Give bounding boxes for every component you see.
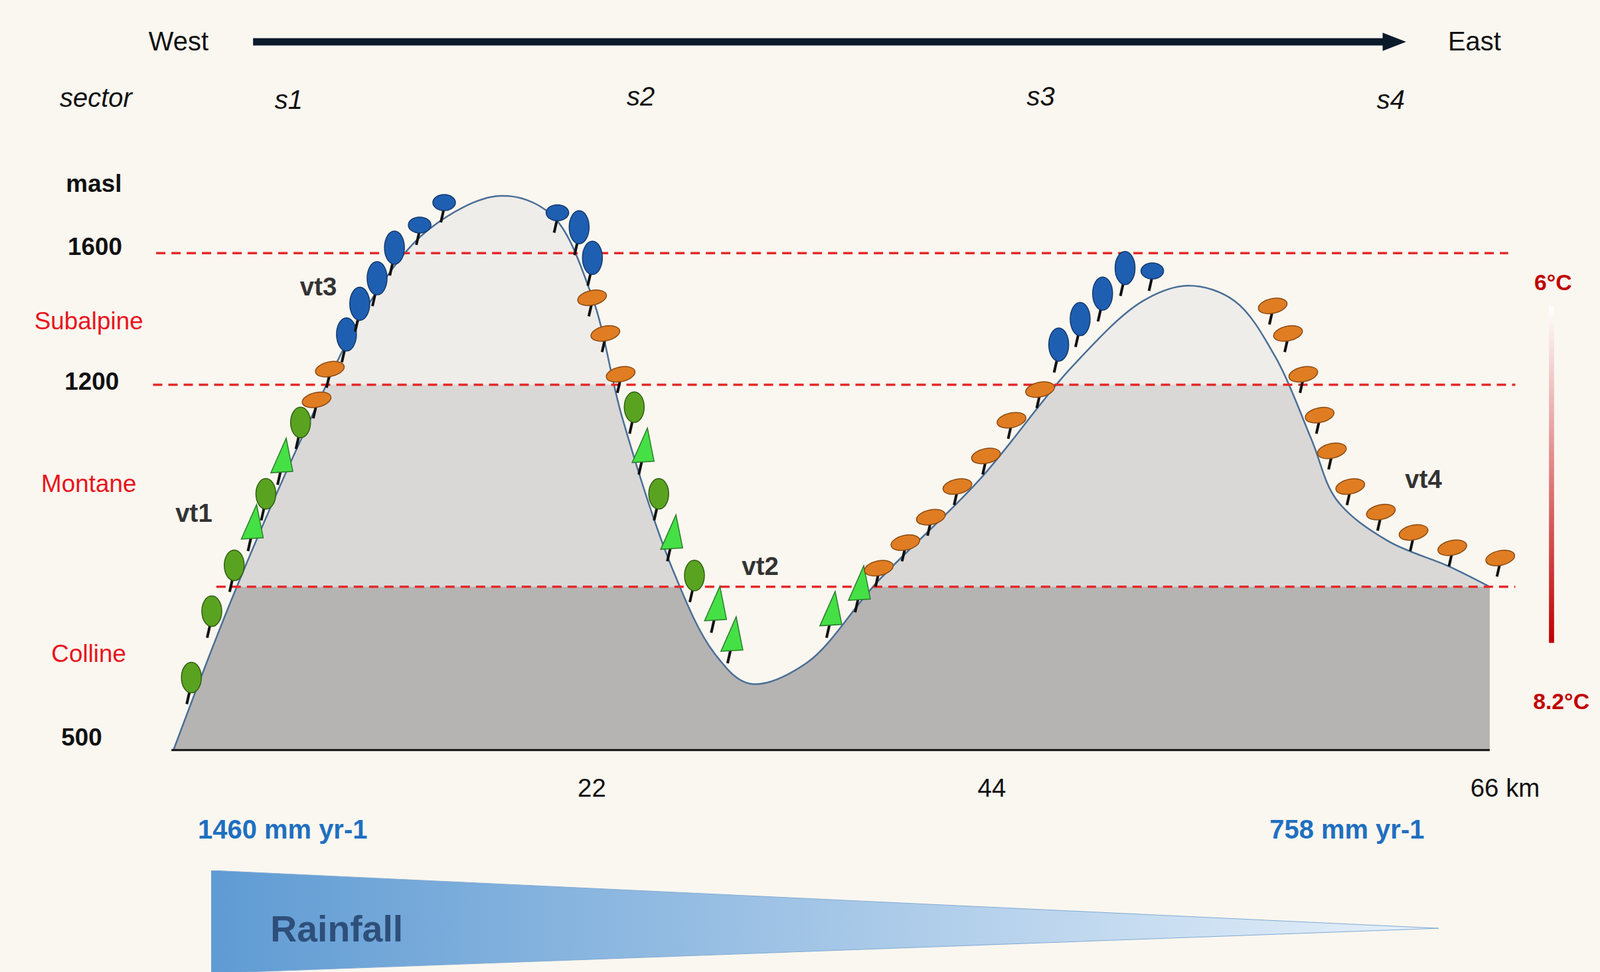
tree-symbol bbox=[384, 231, 405, 276]
tree-symbol bbox=[1092, 276, 1113, 322]
tree-symbol bbox=[1048, 327, 1069, 373]
tree-symbol bbox=[1436, 537, 1469, 567]
label-text: vt3 bbox=[300, 272, 338, 301]
arrow-head bbox=[1382, 32, 1407, 52]
tree-symbol bbox=[624, 391, 644, 434]
label-text: 66 km bbox=[1470, 773, 1541, 802]
tree-symbol bbox=[1070, 302, 1091, 348]
tree-symbol bbox=[432, 194, 456, 223]
tree-symbol bbox=[819, 591, 842, 639]
tree-symbol bbox=[660, 514, 683, 561]
label-text: s4 bbox=[1376, 85, 1405, 115]
tree-symbol bbox=[1397, 522, 1430, 552]
label-text: East bbox=[1447, 27, 1502, 57]
baseline-axis bbox=[171, 748, 1490, 751]
vegetation bbox=[181, 194, 1516, 704]
tree-symbol bbox=[240, 504, 263, 552]
tree-symbol bbox=[1141, 262, 1164, 291]
tree-symbol bbox=[1272, 323, 1304, 352]
subalpine-band bbox=[0, 0, 1600, 385]
label-text: masl bbox=[65, 169, 122, 198]
montane-band bbox=[0, 384, 1600, 587]
label-text: 6°C bbox=[1534, 270, 1573, 295]
label-text: Colline bbox=[51, 640, 127, 668]
tree-symbol bbox=[201, 596, 222, 639]
tree-symbol bbox=[408, 217, 431, 245]
tree-symbol bbox=[582, 240, 603, 286]
tree-symbol bbox=[720, 616, 743, 664]
tree-symbol bbox=[863, 557, 895, 587]
terrain-profile bbox=[173, 195, 1490, 751]
tree-symbol bbox=[889, 532, 922, 561]
tree-symbol bbox=[589, 323, 622, 352]
tree-symbol bbox=[1315, 440, 1348, 470]
label-text: s1 bbox=[274, 85, 303, 115]
tree-symbol bbox=[224, 549, 245, 592]
label-text: Montane bbox=[41, 470, 137, 498]
tree-symbol bbox=[290, 406, 311, 449]
tree-symbol bbox=[300, 389, 333, 419]
label-text: 1460 mm yr-1 bbox=[197, 815, 368, 845]
tree-symbol bbox=[1303, 404, 1336, 434]
label-text: 758 mm yr-1 bbox=[1269, 815, 1425, 845]
tree-symbol bbox=[684, 560, 705, 603]
label-text: sector bbox=[59, 83, 133, 113]
label-text: 44 bbox=[977, 773, 1007, 802]
temperature-bar bbox=[1548, 306, 1555, 643]
tree-symbol bbox=[632, 428, 654, 475]
label-text: vt1 bbox=[175, 499, 213, 528]
tree-symbol bbox=[969, 445, 1002, 475]
tree-symbol bbox=[349, 287, 370, 332]
label-text: 22 bbox=[577, 773, 607, 802]
tree-symbol bbox=[181, 662, 202, 705]
tree-symbol bbox=[941, 476, 974, 505]
tree-symbol bbox=[604, 363, 637, 393]
tree-symbol bbox=[1256, 295, 1289, 324]
tree-symbol bbox=[1484, 547, 1517, 577]
tree-symbol bbox=[704, 586, 727, 633]
label-text: Subalpine bbox=[34, 308, 144, 336]
tree-symbol bbox=[914, 507, 947, 536]
tree-symbol bbox=[546, 204, 569, 233]
tree-symbol bbox=[1364, 501, 1397, 531]
tree-symbol bbox=[1334, 476, 1367, 505]
label-text: s3 bbox=[1027, 82, 1055, 112]
label-text: s2 bbox=[626, 82, 655, 112]
label-text: vt4 bbox=[1404, 465, 1442, 494]
rainfall-wedge: Rainfall bbox=[211, 870, 1439, 972]
altitude-line bbox=[153, 383, 1516, 387]
wedge-label: Rainfall bbox=[270, 907, 403, 951]
tree-symbol bbox=[648, 478, 669, 521]
tree-symbol bbox=[576, 287, 609, 317]
label-text: 500 bbox=[61, 724, 103, 752]
tree-symbol bbox=[336, 318, 357, 363]
tree-symbol bbox=[1287, 363, 1320, 393]
tree-symbol bbox=[270, 438, 293, 485]
tree-symbol bbox=[367, 261, 388, 307]
label-text: 8.2°C bbox=[1532, 689, 1590, 715]
tree-symbol bbox=[995, 410, 1028, 439]
tree-symbol bbox=[1115, 251, 1136, 297]
tree-symbol bbox=[314, 359, 346, 388]
colline-band bbox=[0, 586, 1600, 791]
direction-arrow bbox=[252, 38, 1388, 46]
label-text: 1600 bbox=[67, 233, 123, 261]
altitude-line bbox=[156, 251, 1509, 255]
label-text: vt2 bbox=[741, 552, 779, 581]
label-text: West bbox=[148, 27, 209, 57]
label-text: 1200 bbox=[64, 368, 119, 396]
tree-symbol bbox=[1024, 379, 1057, 408]
